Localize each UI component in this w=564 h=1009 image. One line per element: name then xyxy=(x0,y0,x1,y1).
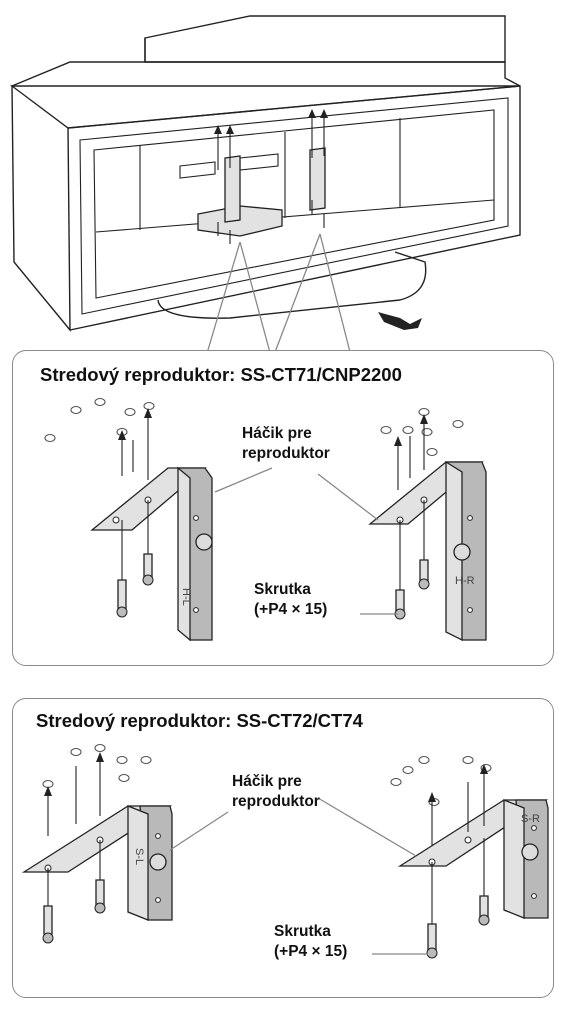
panel-2-right-bracket: S-R xyxy=(400,764,548,958)
panel-2-hook-label: Háčik pre reproduktor xyxy=(232,772,320,812)
panel-2-hook-label-line1: Háčik pre xyxy=(232,772,320,792)
panel-2-screw-label-line1: Skrutka xyxy=(274,922,347,942)
panel-2-hook-callout-left xyxy=(170,812,228,850)
panel-2-screw-label-line2: (+P4 × 15) xyxy=(274,942,347,962)
panel-2-hook-label-line2: reproduktor xyxy=(232,792,320,812)
bracket-mark-s-r: S-R xyxy=(521,813,540,825)
bracket-mark-s-l: S-L xyxy=(133,848,145,865)
panel-2-screw-label: Skrutka (+P4 × 15) xyxy=(274,922,347,962)
panel-2-hook-callout-right xyxy=(318,798,416,856)
